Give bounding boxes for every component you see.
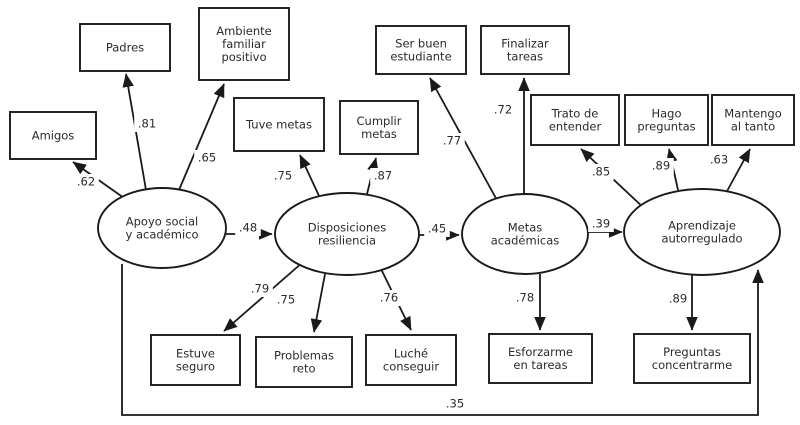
- path-coefficient-apoyo-ambiente: .65: [194, 150, 220, 166]
- coefficient-value-aprendizaje-mantengo-al-tanto: .63: [710, 153, 728, 167]
- coefficient-value-apoyo-disposiciones: .48: [239, 221, 257, 235]
- path-coefficient-disposiciones-estuve-seguro: .79: [247, 281, 273, 297]
- path-coefficient-apoyo-disposiciones: .48: [235, 220, 261, 236]
- path-coefficient-disposiciones-problemas-reto: .75: [273, 292, 299, 308]
- coefficient-value-apoyo-ambiente: .65: [198, 151, 216, 165]
- coefficient-value-apoyo-padres: .81: [138, 117, 156, 131]
- coefficient-value-aprendizaje-hago-preguntas: .89: [652, 159, 670, 173]
- path-coefficient-aprendizaje-hago-preguntas: .89: [648, 158, 674, 174]
- path-arrow-apoyo-aprendizaje-direct: [121, 264, 764, 416]
- path-coefficient-apoyo-aprendizaje-direct: .35: [442, 396, 468, 412]
- path-arrow-aprendizaje-mantengo-al-tanto: [725, 148, 751, 194]
- coefficient-value-disposiciones-estuve-seguro: .79: [251, 282, 269, 296]
- observed-variable-label-tuve-metas: Tuve metas: [245, 117, 312, 131]
- path-arrow-apoyo-ambiente: [178, 83, 225, 191]
- path-arrow-disposiciones-tuve-metas: [299, 154, 321, 199]
- coefficient-value-apoyo-aprendizaje-direct: .35: [446, 397, 464, 411]
- coefficient-value-aprendizaje-trato-de-entender: .85: [592, 165, 610, 179]
- path-coefficient-aprendizaje-mantengo-al-tanto: .63: [706, 152, 732, 168]
- path-coefficient-disposiciones-cumplir-metas: .87: [370, 168, 396, 184]
- path-coefficient-apoyo-padres: .81: [134, 116, 160, 132]
- path-coefficient-metas-ser-buen-estudiante: .77: [439, 133, 465, 149]
- observed-variable-tuve-metas: Tuve metas: [233, 97, 325, 152]
- observed-variable-amigos: Amigos: [9, 111, 97, 160]
- observed-variable-padres: Padres: [79, 23, 171, 72]
- coefficient-value-metas-aprendizaje: .39: [592, 217, 610, 231]
- path-coefficient-disposiciones-lucha-conseguir: .76: [376, 290, 402, 306]
- coefficient-value-aprendizaje-preguntas-concentrarme: .89: [669, 292, 687, 306]
- coefficient-value-disposiciones-cumplir-metas: .87: [374, 169, 392, 183]
- path-coefficients-layer: .62 .81 .65 .75 .87 .77 .72 .85 .89 .63 .79 .75 .76.…: [73, 102, 732, 412]
- path-arrow-disposiciones-problemas-reto: [310, 273, 326, 333]
- coefficient-value-disposiciones-problemas-reto: .75: [277, 293, 295, 307]
- observed-variable-label-padres: Padres: [106, 40, 144, 54]
- coefficient-value-metas-ser-buen-estudiante: .77: [443, 134, 461, 148]
- path-coefficient-disposiciones-metas: .45: [424, 221, 450, 237]
- coefficient-value-disposiciones-lucha-conseguir: .76: [380, 291, 398, 305]
- coefficient-value-disposiciones-metas: .45: [428, 222, 446, 236]
- path-coefficient-aprendizaje-preguntas-concentrarme: .89: [665, 291, 691, 307]
- path-coefficient-metas-aprendizaje: .39: [588, 216, 614, 232]
- coefficient-value-apoyo-amigos: .62: [77, 175, 95, 189]
- path-coefficient-metas-esforzarme-en-tareas: .78: [512, 290, 538, 306]
- coefficient-value-disposiciones-tuve-metas: .75: [274, 169, 292, 183]
- path-coefficient-disposiciones-tuve-metas: .75: [270, 168, 296, 184]
- path-coefficient-aprendizaje-trato-de-entender: .85: [588, 164, 614, 180]
- path-coefficient-metas-finalizar-tareas: .72: [490, 102, 516, 118]
- coefficient-value-metas-esforzarme-en-tareas: .78: [516, 291, 534, 305]
- path-coefficient-apoyo-amigos: .62: [73, 174, 99, 190]
- coefficient-value-metas-finalizar-tareas: .72: [494, 103, 512, 117]
- observed-variable-label-amigos: Amigos: [32, 128, 75, 142]
